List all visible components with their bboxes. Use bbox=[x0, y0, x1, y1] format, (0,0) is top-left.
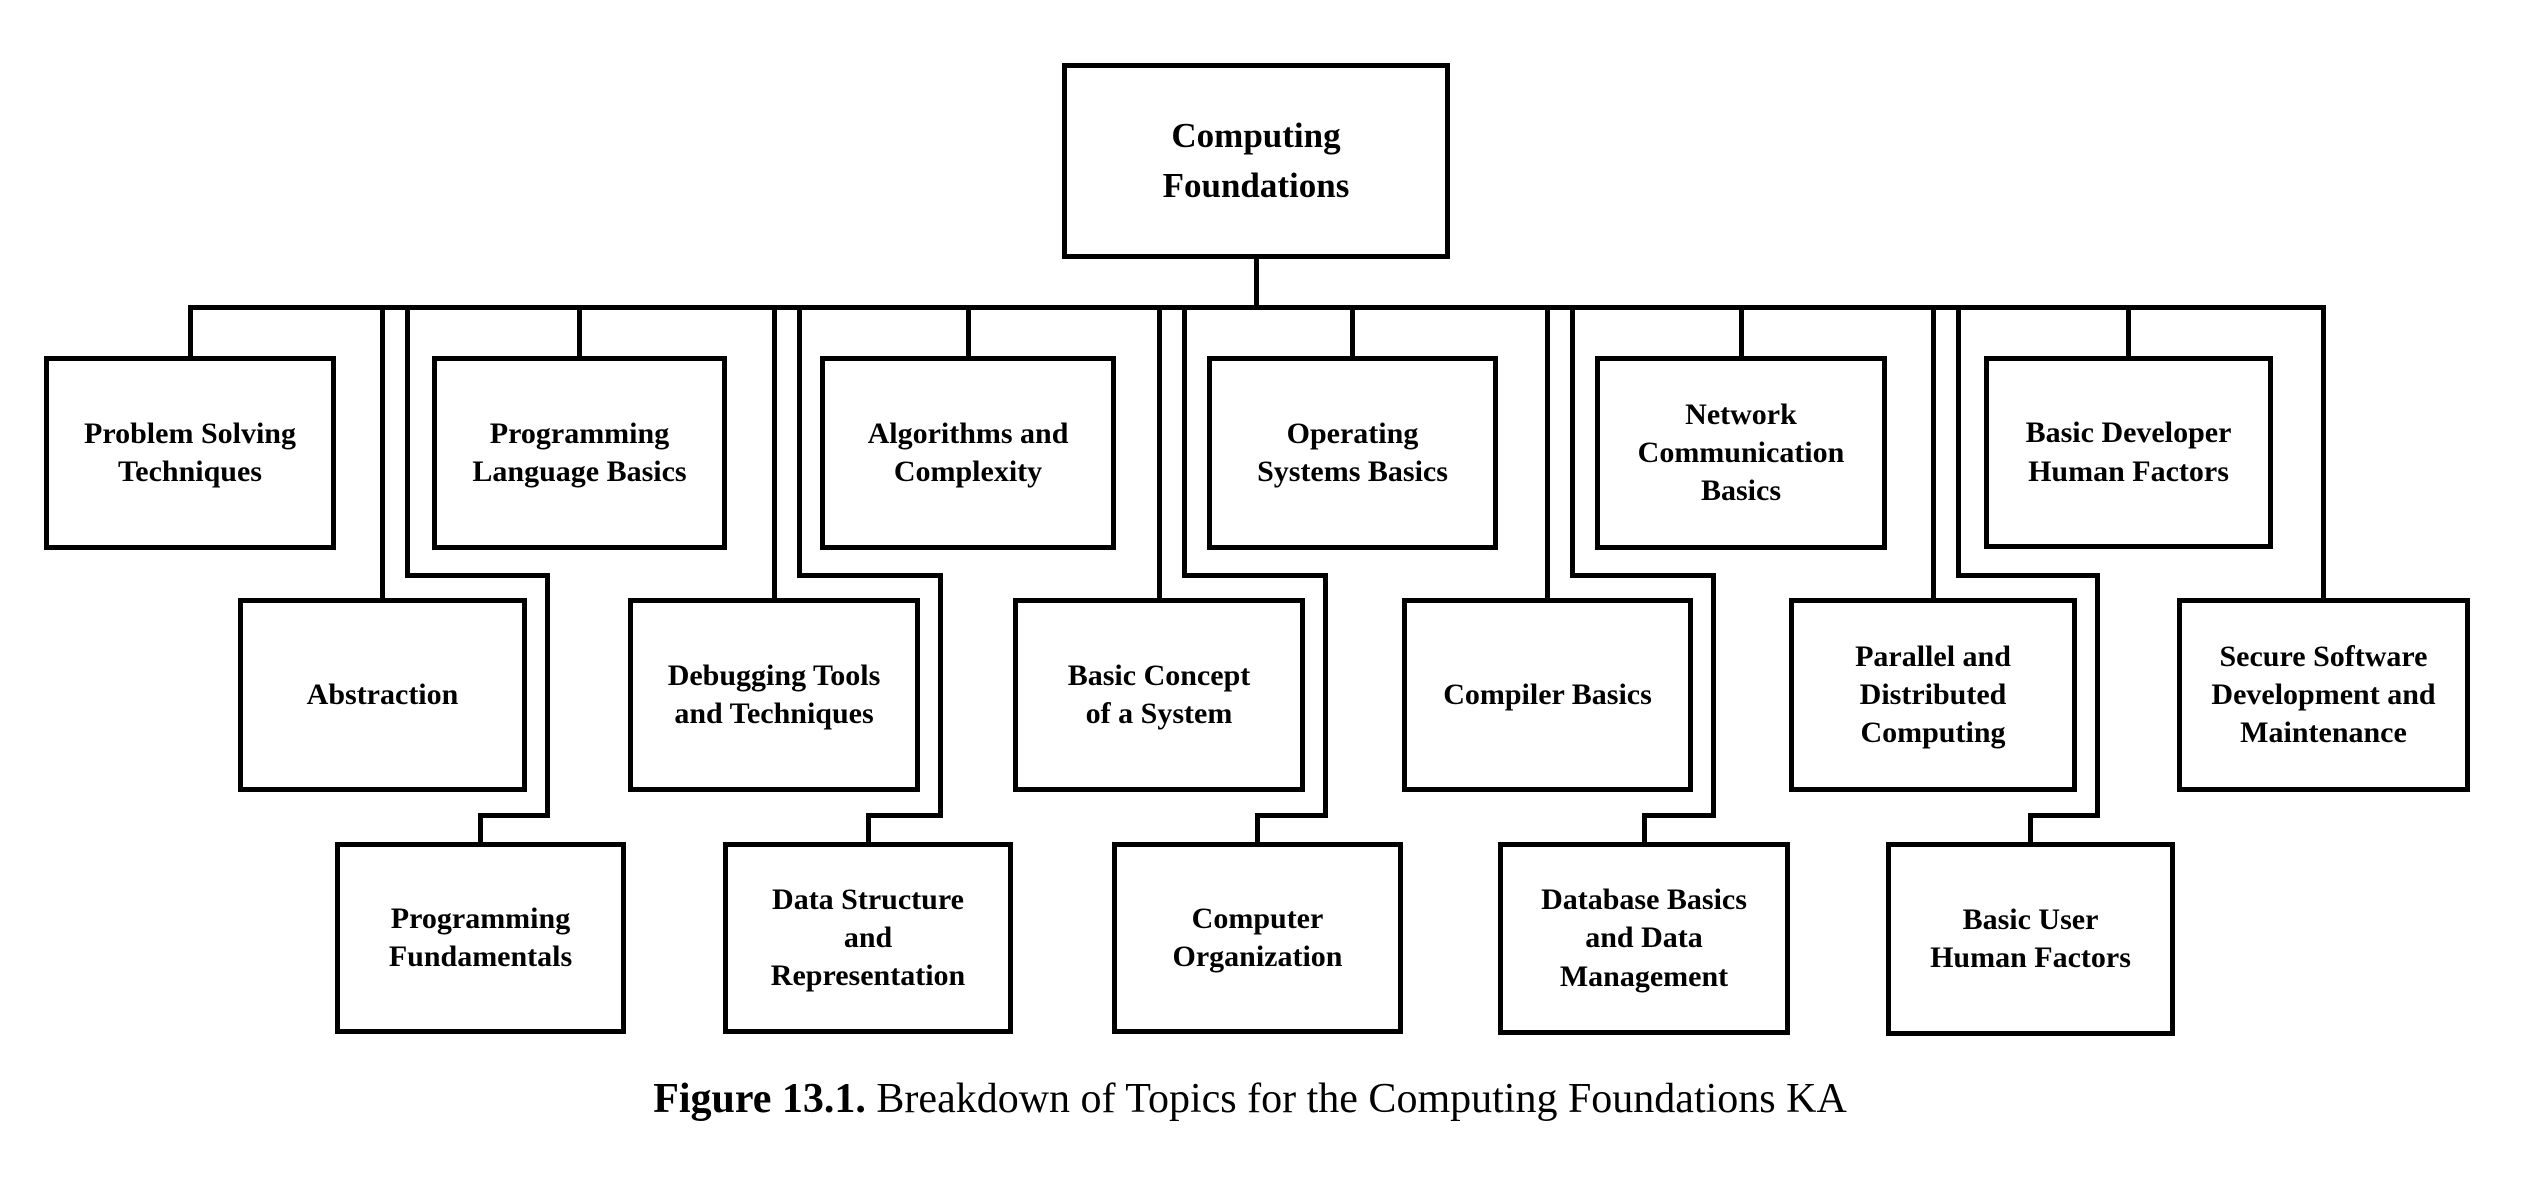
node-network-communication-basics: Network Communication Basics bbox=[1595, 356, 1887, 550]
drop-row3-upper bbox=[1570, 305, 1575, 578]
elbow-lower bbox=[478, 813, 550, 818]
stub-row1 bbox=[187, 305, 193, 356]
figure-caption-number: Figure 13.1. bbox=[653, 1076, 866, 1122]
node-computing-foundations: Computing Foundations bbox=[1062, 63, 1450, 259]
topic-label: Database Basics and Data Management bbox=[1541, 883, 1747, 993]
root-stub bbox=[1253, 259, 1259, 310]
drop-row3-lower bbox=[865, 813, 871, 842]
topic-label: Abstraction bbox=[306, 677, 459, 711]
elbow-upper bbox=[405, 573, 550, 578]
drop-row2 bbox=[1930, 305, 1936, 598]
node-problem-solving-techniques: Problem Solving Techniques bbox=[44, 356, 336, 550]
topic-label: Computing Foundations bbox=[1162, 116, 1350, 205]
elbow-upper bbox=[1181, 573, 1328, 578]
elbow-upper bbox=[1570, 573, 1716, 578]
drop-row3-upper bbox=[796, 305, 802, 578]
elbow-lower bbox=[2028, 813, 2100, 818]
node-compiler-basics: Compiler Basics bbox=[1402, 598, 1693, 792]
drop-row3-upper bbox=[405, 305, 410, 578]
node-abstraction: Abstraction bbox=[238, 598, 527, 792]
elbow-lower bbox=[1255, 813, 1328, 818]
drop-row3-upper bbox=[1181, 305, 1187, 578]
node-secure-software-development-and-maintenance: Secure Software Development and Maintena… bbox=[2177, 598, 2470, 792]
node-programming-fundamentals: Programming Fundamentals bbox=[335, 842, 626, 1034]
stub-row1 bbox=[1738, 305, 1744, 356]
drop-row3-lower bbox=[1255, 813, 1260, 842]
topic-label: Secure Software Development and Maintena… bbox=[2211, 639, 2436, 750]
drop-row2 bbox=[771, 305, 777, 598]
node-computer-organization: Computer Organization bbox=[1112, 842, 1403, 1034]
topic-label: Problem Solving Techniques bbox=[84, 416, 296, 488]
elbow-upper bbox=[796, 573, 943, 578]
topic-label: Compiler Basics bbox=[1443, 677, 1652, 711]
topic-label: Programming Language Basics bbox=[472, 416, 687, 488]
drop-row3-mid bbox=[2094, 573, 2100, 818]
node-programming-language-basics: Programming Language Basics bbox=[432, 356, 727, 550]
topic-label: Programming Fundamentals bbox=[388, 901, 573, 973]
topic-label: Network Communication Basics bbox=[1637, 397, 1845, 508]
drop-row3-lower bbox=[478, 813, 483, 842]
elbow-lower bbox=[865, 813, 943, 818]
stub-row1 bbox=[2126, 305, 2131, 356]
stub-row1 bbox=[965, 305, 971, 356]
node-basic-developer-human-factors: Basic Developer Human Factors bbox=[1984, 356, 2273, 549]
drop-row2 bbox=[2321, 305, 2326, 598]
drop-row3-lower bbox=[1641, 813, 1647, 842]
drop-row3-mid bbox=[1710, 573, 1716, 818]
node-basic-concept-of-a-system: Basic Concept of a System bbox=[1013, 598, 1305, 792]
node-database-basics-and-data-management: Database Basics and Data Management bbox=[1498, 842, 1790, 1035]
topic-label: Debugging Tools and Techniques bbox=[667, 658, 881, 730]
drop-row3-mid bbox=[544, 573, 550, 818]
node-parallel-and-distributed-computing: Parallel and Distributed Computing bbox=[1789, 598, 2077, 792]
stub-row1 bbox=[1350, 305, 1355, 356]
topic-label: Algorithms and Complexity bbox=[867, 416, 1069, 488]
topic-label: Basic Developer Human Factors bbox=[2025, 416, 2232, 488]
elbow-upper bbox=[1955, 573, 2100, 578]
topic-label: Basic User Human Factors bbox=[1930, 902, 2131, 974]
drop-row3-mid bbox=[937, 573, 943, 818]
figure-caption-text: Breakdown of Topics for the Computing Fo… bbox=[865, 1076, 1847, 1122]
topic-label: Computer Organization bbox=[1172, 901, 1343, 973]
node-operating-systems-basics: Operating Systems Basics bbox=[1207, 356, 1498, 550]
topic-label: Operating Systems Basics bbox=[1257, 416, 1448, 488]
drop-row2 bbox=[1545, 305, 1550, 598]
figure-caption: Figure 13.1. Breakdown of Topics for the… bbox=[653, 1074, 1847, 1124]
drop-row3-lower bbox=[2028, 813, 2033, 842]
node-algorithms-and-complexity: Algorithms and Complexity bbox=[820, 356, 1116, 550]
topic-label: Parallel and Distributed Computing bbox=[1855, 639, 2011, 750]
topic-label: Basic Concept of a System bbox=[1067, 658, 1251, 730]
drop-row2 bbox=[1156, 305, 1162, 598]
node-debugging-tools-and-techniques: Debugging Tools and Techniques bbox=[628, 598, 920, 792]
node-data-structure-and-representation: Data Structure and Representation bbox=[723, 842, 1013, 1034]
drop-row2 bbox=[380, 305, 385, 598]
drop-row3-upper bbox=[1955, 305, 1961, 578]
stub-row1 bbox=[577, 305, 582, 356]
node-basic-user-human-factors: Basic User Human Factors bbox=[1886, 842, 2175, 1036]
topic-label: Data Structure and Representation bbox=[770, 882, 966, 993]
elbow-lower bbox=[1641, 813, 1716, 818]
drop-row3-mid bbox=[1322, 573, 1328, 818]
